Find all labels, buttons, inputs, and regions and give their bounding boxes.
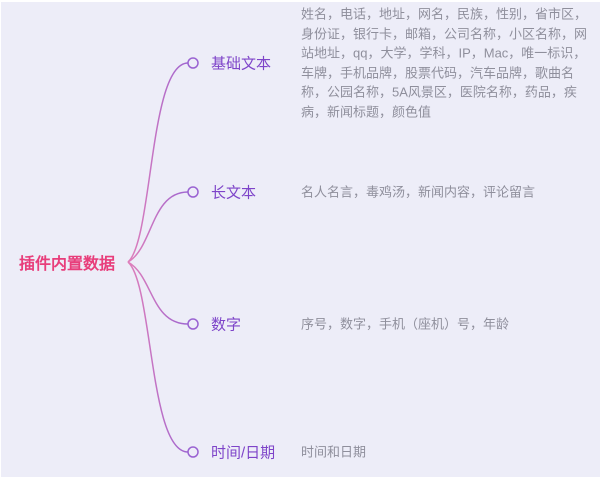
branch-description-basic-text[interactable]: 姓名，电话，地址，网名，民族，性别，省市区，身份证，银行卡，邮箱，公司名称，小区… <box>301 6 588 120</box>
connector-curve-time-date <box>127 261 189 453</box>
connector-curve-long-text <box>127 191 189 263</box>
branch-description-time-date[interactable]: 时间和日期 <box>301 444 367 460</box>
branch-description-long-text[interactable]: 名人名言，毒鸡汤，新闻内容，评论留言 <box>301 184 536 200</box>
branch-node-circle-icon[interactable] <box>187 57 199 69</box>
branch-label-time-date[interactable]: 时间/日期 <box>211 444 276 462</box>
branch-label-long-text[interactable]: 长文本 <box>211 184 257 202</box>
branch-node-circle-icon[interactable] <box>187 186 199 198</box>
branch-node-circle-icon[interactable] <box>187 446 199 458</box>
branch-label-basic-text[interactable]: 基础文本 <box>211 55 272 73</box>
connector-curve-number <box>127 261 189 325</box>
root-node-label[interactable]: 插件内置数据 <box>19 256 116 273</box>
branch-node-circle-icon[interactable] <box>187 318 199 330</box>
connector-curve-basic-text <box>127 62 189 263</box>
branch-description-number[interactable]: 序号，数字，手机（座机）号，年龄 <box>301 316 510 332</box>
branch-label-number[interactable]: 数字 <box>211 316 242 334</box>
